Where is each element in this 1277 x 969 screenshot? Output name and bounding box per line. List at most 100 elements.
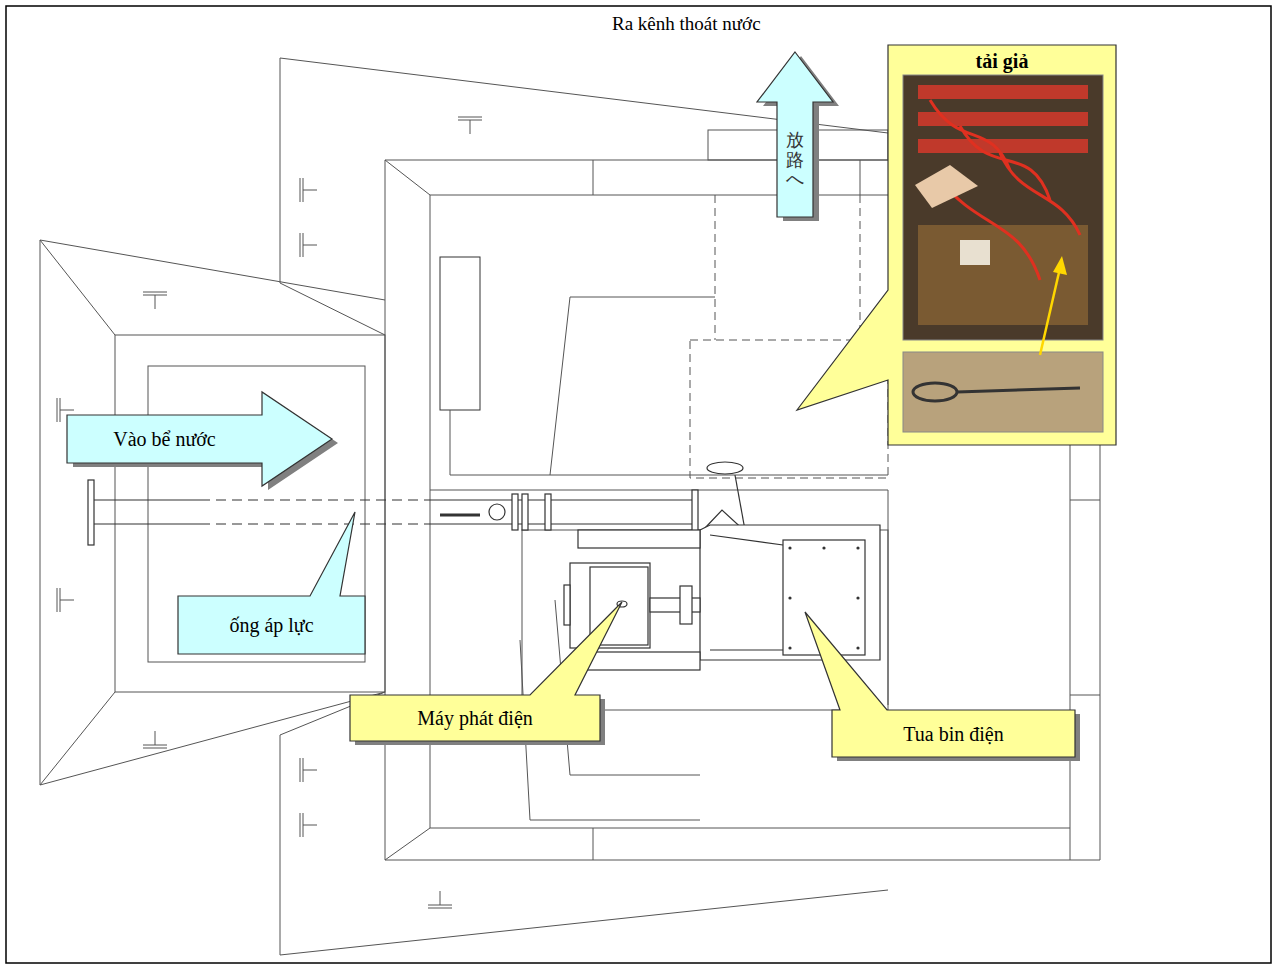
- structure-lines: [40, 240, 385, 300]
- structure-lines: [280, 58, 281, 283]
- dummy-load-callout: [797, 45, 1116, 445]
- dummy-load-callout: [957, 388, 1080, 392]
- shape-outline: [67, 392, 332, 486]
- generator-drawing: [578, 652, 700, 670]
- structure-lines: [1070, 695, 1100, 696]
- structure-lines: [715, 195, 716, 340]
- generator-drawing: [564, 585, 570, 625]
- structure-lines: [40, 692, 385, 785]
- turbine-drawing: [856, 646, 859, 649]
- dummy-load-callout: [913, 383, 957, 401]
- structure-lines: [593, 828, 594, 860]
- structure-lines: [1070, 445, 1071, 828]
- penstock-pipe: [522, 494, 528, 530]
- dummy-load-callout: [903, 75, 1103, 340]
- structure-lines: [40, 692, 115, 785]
- callout-box: Máy phát điện: [350, 695, 600, 741]
- turbine-drawing: [822, 546, 825, 549]
- structure-lines: [115, 335, 385, 692]
- structure-lines: [430, 195, 888, 196]
- structure-lines: [148, 366, 365, 662]
- structure-lines: [430, 828, 1070, 829]
- arrow-shape: Vào bể nước: [67, 392, 332, 486]
- turbine-drawing: [707, 462, 743, 474]
- penstock-pipe: [200, 523, 430, 524]
- shape-outline: [757, 52, 833, 217]
- generator-drawing: [570, 563, 650, 648]
- turbine-drawing: [856, 596, 859, 599]
- shape-outline: [350, 602, 622, 741]
- water-level-symbols: [57, 588, 74, 612]
- penstock-pipe: [692, 490, 698, 534]
- turbine-drawing: [700, 462, 880, 660]
- structure-lines: [280, 890, 888, 955]
- callout-box: Tua bin điện: [832, 710, 1075, 757]
- dummy-load-callout: [797, 45, 1116, 445]
- callout-label: Tua bin điện: [903, 722, 1003, 746]
- water-level-symbols: [300, 233, 317, 257]
- structure-lines: [280, 735, 281, 955]
- dummy-load-callout: [915, 165, 978, 208]
- generator-drawing: [680, 586, 692, 624]
- structure-lines: [385, 828, 430, 860]
- callout-label: Vào bể nước: [113, 427, 216, 451]
- penstock-pipe: [545, 494, 551, 530]
- dummy-load-callout: [918, 225, 1088, 325]
- water-level-symbols: [300, 758, 317, 782]
- penstock-pipe: [489, 504, 505, 520]
- dummy-load-callout: [1040, 268, 1060, 355]
- structure-lines: [40, 240, 41, 785]
- callout-box: tải giả: [888, 45, 1116, 445]
- arrow-shape: 放路へ: [757, 52, 833, 217]
- dummy-load-callout: [918, 139, 1088, 153]
- penstock-pipe: [88, 480, 94, 545]
- dummy-load-callout: [918, 85, 1088, 99]
- penstock-pipe: [94, 523, 200, 524]
- dummy-load-callout: [960, 240, 990, 265]
- callout-box: ống áp lực: [178, 596, 365, 654]
- structure-lines: [550, 297, 715, 475]
- callout-title: tải giả: [888, 49, 1116, 73]
- generator-drawing: [578, 530, 700, 548]
- shape-outline: [178, 512, 365, 654]
- penstock-pipe: [440, 514, 480, 517]
- arrow-text-area: Vào bể nước: [67, 415, 262, 463]
- turbine-drawing: [710, 649, 783, 650]
- structure-lines: [1100, 445, 1101, 860]
- structure-lines: [385, 160, 430, 195]
- structure-lines: [1070, 828, 1071, 860]
- callout-label: Máy phát điện: [417, 706, 533, 730]
- page-frame: [6, 6, 1271, 963]
- water-level-symbols: [143, 292, 167, 309]
- structure-lines: [40, 240, 115, 335]
- structure-lines: [430, 490, 888, 705]
- water-level-symbols: [57, 117, 482, 908]
- water-level-symbols: [458, 117, 482, 134]
- dummy-load-callout: [903, 352, 1103, 432]
- penstock-pipe: [430, 499, 695, 500]
- water-level-symbols: [300, 178, 317, 202]
- structure-lines: [593, 160, 594, 195]
- structure-lines: [860, 160, 861, 195]
- penstock-pipe: [512, 494, 518, 530]
- callout-label: ống áp lực: [229, 613, 313, 637]
- structure-lines: [860, 195, 861, 340]
- turbine-drawing: [700, 525, 880, 660]
- structure-lines: [440, 257, 480, 410]
- turbine-drawing: [788, 596, 791, 599]
- structure-lines: [40, 58, 1100, 955]
- vertical-label: 放路へ: [786, 130, 804, 189]
- water-level-symbols: [300, 813, 317, 837]
- penstock-pipe: [200, 499, 430, 500]
- water-level-symbols: [143, 731, 167, 748]
- turbine-drawing: [788, 646, 791, 649]
- outlet-label: Ra kênh thoát nước: [612, 13, 761, 35]
- turbine-drawing: [788, 546, 791, 549]
- structure-lines: [450, 410, 888, 475]
- structure-lines: [1070, 500, 1100, 501]
- turbine-drawing: [710, 535, 783, 545]
- dummy-load-callout: [1053, 256, 1067, 275]
- water-level-symbols: [428, 891, 452, 908]
